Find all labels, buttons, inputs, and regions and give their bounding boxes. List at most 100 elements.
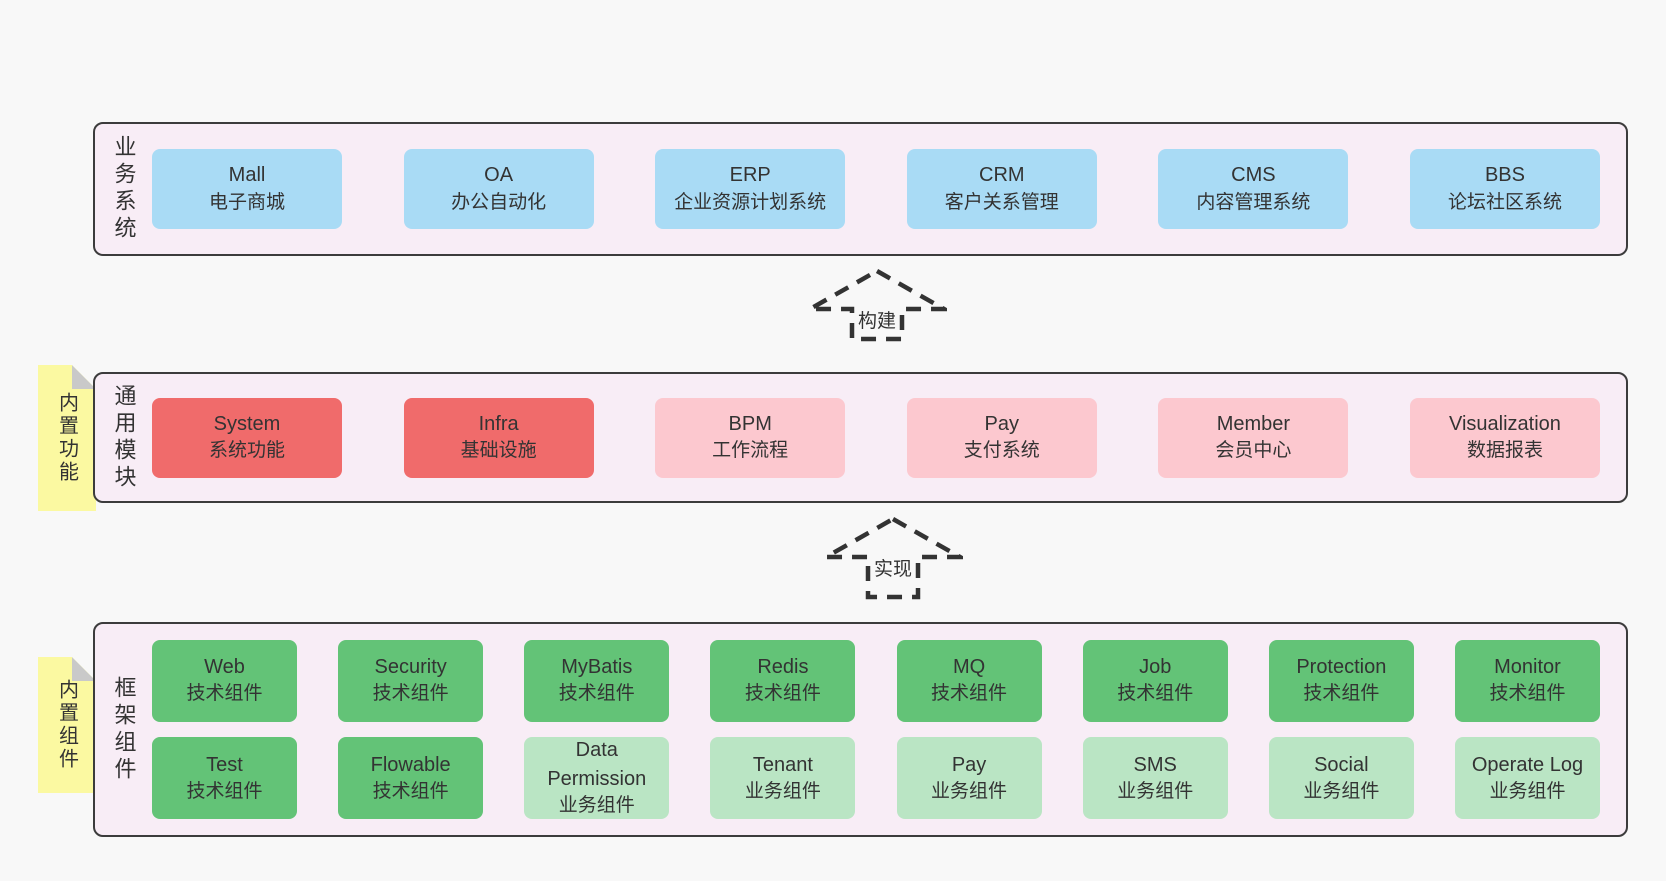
- module-subtitle: 支付系统: [963, 440, 1040, 462]
- module-title: CMS: [1231, 164, 1276, 187]
- module-subtitle: 技术组件: [372, 683, 449, 705]
- module-box-mall: Mall 电子商城: [152, 149, 342, 229]
- module-title: Redis: [757, 655, 809, 678]
- module-title: Flowable: [370, 753, 451, 776]
- build-arrow: 构建: [807, 268, 947, 342]
- sticky-note-label: 内置功能: [55, 392, 78, 484]
- module-title: Infra: [478, 412, 519, 435]
- module-title: Monitor: [1494, 655, 1561, 678]
- module-box-visualization: Visualization 数据报表: [1409, 397, 1600, 478]
- module-subtitle: 办公自动化: [451, 191, 547, 213]
- module-subtitle: 技术组件: [744, 683, 821, 705]
- module-subtitle: 电子商城: [208, 191, 285, 213]
- layer-side-label-column: 通用模块: [95, 374, 152, 501]
- module-box-redis: Redis 技术组件: [710, 639, 856, 722]
- module-subtitle: 技术组件: [1117, 683, 1194, 705]
- module-subtitle: 工作流程: [712, 440, 789, 462]
- module-subtitle: 系统功能: [208, 440, 285, 462]
- module-title: Visualization: [1449, 412, 1561, 435]
- layer-common-modules: 通用模块 System 系统功能 Infra 基础设施 BPM 工作流程 Pay 支付系统 Me…: [93, 372, 1628, 503]
- module-title: Test: [206, 753, 243, 776]
- layer-side-label-column: 业务系统: [95, 124, 152, 254]
- build-arrow-label: 构建: [855, 306, 899, 333]
- module-box-monitor: Monitor 技术组件: [1454, 639, 1600, 722]
- module-box-flowable: Flowable 技术组件: [338, 737, 484, 820]
- dashed-up-arrow-icon: [823, 516, 963, 600]
- module-title: Operate Log: [1471, 753, 1584, 776]
- module-subtitle: 内容管理系统: [1196, 191, 1311, 213]
- sticky-note-built-in-components: 内置组件: [38, 657, 96, 793]
- module-title: BBS: [1484, 164, 1525, 187]
- module-box-web: Web 技术组件: [152, 639, 297, 722]
- module-title: Pay: [951, 753, 987, 776]
- implement-arrow: 实现: [823, 516, 963, 600]
- module-subtitle: 技术组件: [931, 683, 1008, 705]
- module-subtitle: 论坛社区系统: [1447, 191, 1562, 213]
- module-subtitle: 技术组件: [186, 683, 263, 705]
- module-title: Social: [1314, 753, 1369, 776]
- module-title: SMS: [1133, 753, 1177, 776]
- module-subtitle: 数据报表: [1466, 440, 1543, 462]
- module-title: MQ: [952, 655, 986, 678]
- module-box-system: System 系统功能: [152, 397, 342, 478]
- module-title: ERP: [729, 164, 771, 187]
- module-box-crm: CRM 客户关系管理: [906, 149, 1097, 229]
- module-subtitle: 企业资源计划系统: [674, 191, 827, 213]
- module-box-sms: SMS 业务组件: [1082, 737, 1228, 820]
- module-box-pay: Pay 支付系统: [906, 397, 1097, 478]
- module-title: Mall: [228, 164, 266, 187]
- module-subtitle: 技术组件: [1489, 683, 1566, 705]
- layer-title: 通用模块: [111, 383, 137, 492]
- module-box-infra: Infra 基础设施: [403, 397, 594, 478]
- module-subtitle: 业务组件: [931, 781, 1008, 803]
- layer-title: 框架组件: [111, 675, 137, 784]
- module-subtitle: 业务组件: [558, 795, 635, 817]
- module-subtitle: 客户关系管理: [944, 191, 1059, 213]
- module-box-mq: MQ 技术组件: [896, 639, 1042, 722]
- module-subtitle: 技术组件: [372, 781, 449, 803]
- implement-arrow-label: 实现: [871, 554, 915, 581]
- module-subtitle: 业务组件: [1303, 781, 1380, 803]
- module-box-job: Job 技术组件: [1082, 639, 1228, 722]
- module-subtitle: 会员中心: [1215, 440, 1292, 462]
- module-title: CRM: [979, 164, 1025, 187]
- module-box-pay: Pay 业务组件: [896, 737, 1042, 820]
- dashed-up-arrow-icon: [807, 268, 947, 342]
- module-box-oa: OA 办公自动化: [403, 149, 594, 229]
- module-title: Pay: [984, 412, 1020, 435]
- module-subtitle: 业务组件: [744, 781, 821, 803]
- module-subtitle: 技术组件: [186, 781, 263, 803]
- module-box-cms: CMS 内容管理系统: [1158, 149, 1349, 229]
- module-title: Web: [204, 655, 245, 678]
- module-subtitle: 业务组件: [1117, 781, 1194, 803]
- module-box-test: Test 技术组件: [152, 737, 297, 820]
- module-title: MyBatis: [561, 655, 633, 678]
- module-box-bbs: BBS 论坛社区系统: [1409, 149, 1600, 229]
- module-box-erp: ERP 企业资源计划系统: [655, 149, 846, 229]
- module-title: BPM: [728, 412, 772, 435]
- module-subtitle: 基础设施: [460, 440, 537, 462]
- module-title: Job: [1139, 655, 1172, 678]
- module-subtitle: 业务组件: [1489, 781, 1566, 803]
- layer-content: Mall 电子商城 OA 办公自动化 ERP 企业资源计划系统 CRM 客户关系管理 CMS 内容…: [152, 124, 1626, 254]
- module-box-operate-log: Operate Log 业务组件: [1454, 737, 1600, 820]
- module-box-bpm: BPM 工作流程: [655, 397, 846, 478]
- module-title: System: [213, 412, 281, 435]
- module-box-data-permission: Data Permission 业务组件: [524, 737, 670, 820]
- layer-business-systems: 业务系统 Mall 电子商城 OA 办公自动化 ERP 企业资源计划系统 CRM 客户关系管理…: [93, 122, 1628, 256]
- sticky-note-label: 内置组件: [55, 679, 78, 771]
- module-title: Data Permission: [547, 739, 647, 790]
- module-title: OA: [484, 164, 514, 187]
